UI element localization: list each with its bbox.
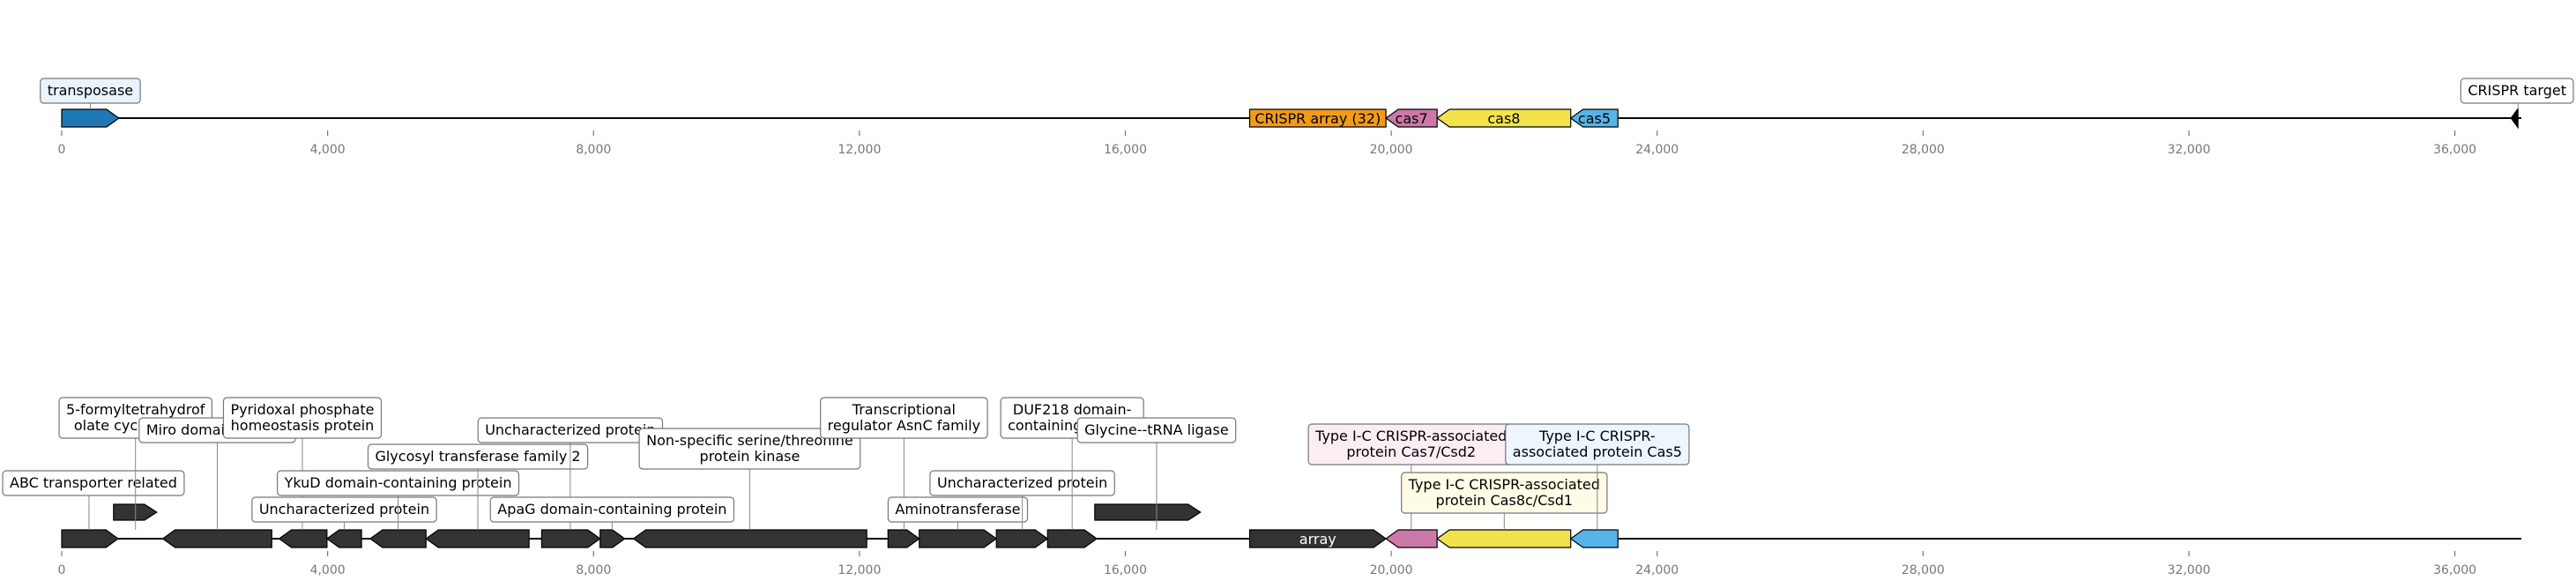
track1-tick-label: 32,000 xyxy=(2167,143,2210,157)
track2-gene-5[interactable] xyxy=(369,529,427,548)
track1-crispr-array-gene-label: CRISPR array (32) xyxy=(1254,110,1381,127)
track2-label-3-box xyxy=(222,397,383,439)
track2-label-17-box xyxy=(1505,423,1690,466)
track2-label-10-box xyxy=(820,397,988,439)
track1-tick-label: 0 xyxy=(58,143,66,157)
track1-cas5-gene[interactable] xyxy=(1569,108,1619,128)
track1-tick-label: 24,000 xyxy=(1635,143,1679,157)
track2-gene-12[interactable] xyxy=(995,529,1049,548)
track2-label-10-text: Transcriptional xyxy=(852,401,956,418)
track1-tick-label: 36,000 xyxy=(2433,143,2476,157)
track2-label-17-text: associated protein Cas5 xyxy=(1513,443,1682,460)
track1-tick-label: 20,000 xyxy=(1370,143,1413,157)
track2-gene-7[interactable] xyxy=(540,529,601,548)
track1-crispr-target-label: CRISPR target xyxy=(2468,82,2566,99)
track2-label-3-text: Pyridoxal phosphate xyxy=(230,401,374,418)
track2-label-9-text: protein kinase xyxy=(700,448,800,465)
track2-label-5-box xyxy=(277,470,520,496)
track1-cas8-gene-label: cas8 xyxy=(1487,110,1520,127)
track2-label-7-text: Uncharacterized protein xyxy=(485,421,655,438)
track2-gene-6[interactable] xyxy=(425,529,530,548)
track2-label-16-text: protein Cas8c/Csd1 xyxy=(1436,492,1573,509)
track2-label-4-box xyxy=(251,496,437,523)
track2-gene-15-label: array xyxy=(1299,531,1336,547)
track2-label-15-text: protein Cas7/Csd2 xyxy=(1346,443,1476,460)
track2-label-3-text: homeostasis protein xyxy=(231,417,375,434)
track2-gene-8[interactable] xyxy=(599,529,626,548)
track1-tick-label: 28,000 xyxy=(1902,143,1945,157)
track2-label-6-text: Glycosyl transferase family 2 xyxy=(375,448,580,465)
track2-gene-9[interactable] xyxy=(632,529,867,548)
track2-label-6-box xyxy=(367,443,589,470)
track2-label-12-box xyxy=(929,470,1115,496)
track2-gene-2[interactable] xyxy=(161,529,272,548)
track2-tick-label: 32,000 xyxy=(2167,563,2210,577)
track2-label-4-text: Uncharacterized protein xyxy=(259,501,429,518)
track1-tick-label: 4,000 xyxy=(310,143,346,157)
track-1-crispr-locus: 0 4,000 8,000 12,000 16,000 20,000 24,000 28,00… xyxy=(40,78,2574,157)
track2-tick-label: 16,000 xyxy=(1104,563,1147,577)
track2-tick-label: 12,000 xyxy=(838,563,881,577)
track2-label-10-text: regulator AsnC family xyxy=(828,417,980,434)
track1-tick-label: 12,000 xyxy=(838,143,881,157)
track2-label-14-text: Glycine--tRNA ligase xyxy=(1084,421,1229,438)
track2-gene-10[interactable] xyxy=(887,529,920,548)
track2-gene-16[interactable] xyxy=(1385,529,1438,548)
track1-cas7-gene[interactable] xyxy=(1385,108,1438,128)
track2-label-11-text: Aminotransferase xyxy=(895,501,1020,518)
track2-label-11-box xyxy=(887,496,1029,523)
track2-gene-0[interactable] xyxy=(61,529,120,548)
track1-cas8-gene[interactable] xyxy=(1436,108,1572,128)
track2-gene-18[interactable] xyxy=(1569,529,1619,548)
track2-label-16-text: Type I-C CRISPR-associated xyxy=(1408,476,1600,493)
track2-label-9-box xyxy=(638,428,861,470)
crispr-target-marker[interactable] xyxy=(2510,107,2519,130)
track2-gene-13[interactable] xyxy=(1046,529,1098,548)
track2-tick-label: 0 xyxy=(58,563,66,577)
track2-tick-label: 36,000 xyxy=(2433,563,2476,577)
track2-gene-14[interactable] xyxy=(1094,503,1202,521)
track1-transposase-label-box xyxy=(40,78,141,104)
track2-label-0-text: ABC transporter related xyxy=(10,474,177,491)
track2-label-13-text: DUF218 domain- xyxy=(1013,401,1132,418)
track2-tick-label: 20,000 xyxy=(1370,563,1413,577)
track1-cas5-gene-label: cas5 xyxy=(1578,110,1611,127)
track-2-annotated-genes: 0 4,000 8,000 12,000 16,000 20,000 24,000 28,00… xyxy=(2,397,2521,577)
track1-tick-label: 16,000 xyxy=(1104,143,1147,157)
track2-label-16-box xyxy=(1401,472,1608,514)
track2-label-17-text: Type I-C CRISPR- xyxy=(1538,428,1656,444)
track1-transposase-gene[interactable] xyxy=(61,108,120,128)
track2-gene-4[interactable] xyxy=(325,529,362,548)
track2-label-9-text: Non-specific serine/threonine xyxy=(646,432,853,449)
track2-gene-3[interactable] xyxy=(278,529,328,548)
track2-tick-label: 24,000 xyxy=(1635,563,1679,577)
track2-label-8-box xyxy=(489,496,735,523)
track2-label-14-box xyxy=(1076,417,1237,443)
track1-tick-label: 8,000 xyxy=(576,143,611,157)
track2-label-5-text: YkuD domain-containing protein xyxy=(284,474,512,491)
track2-gene-15[interactable] xyxy=(1248,529,1388,548)
track1-crispr-target-label-box xyxy=(2460,78,2574,104)
track2-tick-label: 28,000 xyxy=(1902,563,1945,577)
track2-tick-label: 8,000 xyxy=(576,563,611,577)
track1-transposase-label: transposase xyxy=(48,82,133,99)
track2-gene-11[interactable] xyxy=(919,529,998,548)
track1-crispr-array-gene[interactable] xyxy=(1248,108,1387,128)
track2-label-0-box xyxy=(2,470,185,496)
track1-cas7-gene-label: cas7 xyxy=(1396,110,1428,127)
track2-label-12-text: Uncharacterized protein xyxy=(937,474,1107,491)
track2-label-15-text: Type I-C CRISPR-associated xyxy=(1314,428,1507,444)
track2-label-8-text: ApaG domain-containing protein xyxy=(497,501,726,518)
track2-label-1-text: 5-formyltetrahydrof xyxy=(66,401,205,418)
track2-gene-17[interactable] xyxy=(1436,529,1572,548)
track2-tick-label: 4,000 xyxy=(310,563,346,577)
